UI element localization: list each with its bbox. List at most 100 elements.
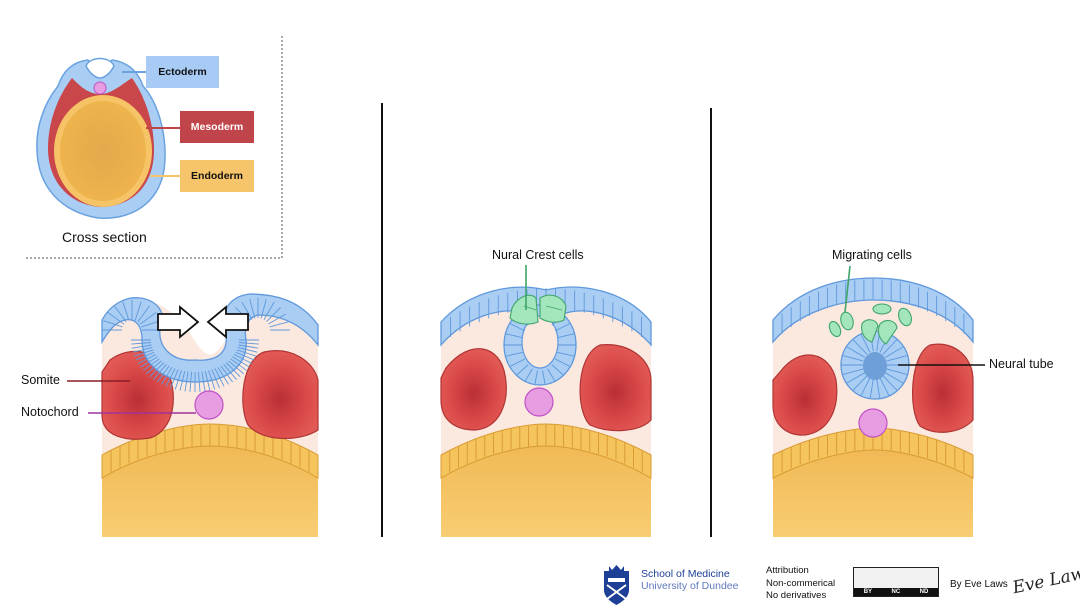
cell-boundary-tick bbox=[170, 369, 179, 389]
stage-3-neural-tube bbox=[772, 265, 985, 537]
stage3-somite-left bbox=[772, 354, 838, 436]
fold-arrow-left bbox=[206, 305, 249, 339]
cell-boundary-tick bbox=[554, 322, 571, 332]
cross-section-title: Cross section bbox=[62, 229, 147, 245]
cell-boundary-tick bbox=[223, 364, 237, 380]
cell-boundary-tick bbox=[133, 349, 154, 357]
stage-1-neural-plate bbox=[67, 293, 319, 537]
cell-boundary-tick bbox=[142, 358, 160, 371]
cell-boundary-tick bbox=[114, 305, 127, 323]
cell-boundary-tick bbox=[179, 371, 186, 391]
cell-boundary-tick bbox=[153, 364, 167, 380]
mesoderm-box bbox=[180, 111, 254, 143]
mesoderm-label: Mesoderm bbox=[190, 121, 244, 133]
cell-boundary-tick bbox=[211, 369, 220, 389]
notochord-label: Notochord bbox=[21, 405, 79, 419]
university-name: University of Dundee bbox=[641, 580, 739, 592]
cell-boundary-tick bbox=[547, 368, 556, 382]
cell-boundary-tick bbox=[131, 344, 152, 349]
cell-boundary-tick bbox=[237, 347, 258, 353]
cell-boundary-tick bbox=[886, 354, 908, 362]
fold-arrow-right bbox=[157, 305, 200, 339]
cell-boundary-tick bbox=[876, 378, 881, 399]
ectoderm-label: Ectoderm bbox=[158, 66, 207, 78]
cc-nc-text: NC bbox=[891, 589, 901, 595]
stage3-crest-5 bbox=[872, 303, 892, 315]
cell-boundary-tick bbox=[103, 320, 123, 328]
cell-boundary-tick bbox=[882, 338, 898, 355]
license-line-3: No derivatives bbox=[766, 590, 827, 601]
yolk bbox=[60, 101, 146, 201]
stage3-crest-2 bbox=[877, 319, 898, 345]
cell-boundary-tick bbox=[557, 333, 575, 339]
cell-boundary-tick bbox=[198, 371, 201, 392]
cell-boundary-tick bbox=[860, 333, 871, 353]
stage1-somite-right bbox=[242, 350, 319, 439]
stage2-somite-left bbox=[440, 348, 507, 431]
cell-boundary-tick bbox=[201, 371, 206, 392]
cell-boundary-tick bbox=[852, 338, 868, 355]
stage2-somite-right bbox=[579, 344, 652, 432]
ectoderm-box bbox=[146, 56, 219, 88]
cell-boundary-tick bbox=[146, 360, 162, 375]
cc-badge-strip: BY NC ND bbox=[854, 588, 938, 596]
cell-boundary-tick bbox=[225, 362, 241, 378]
cell-boundary-tick bbox=[107, 312, 125, 325]
cell-boundary-tick bbox=[135, 351, 155, 361]
cell-boundary-tick bbox=[132, 347, 153, 353]
cell-boundary-tick bbox=[137, 305, 150, 323]
cell-boundary-tick bbox=[524, 368, 533, 382]
school-name: School of Medicine bbox=[641, 568, 730, 580]
cell-boundary-tick bbox=[263, 302, 275, 320]
inset-border bbox=[25, 36, 283, 259]
cell-boundary-tick bbox=[551, 364, 564, 376]
cell-boundary-tick bbox=[260, 298, 267, 319]
stage3-crest-3 bbox=[840, 311, 854, 331]
cell-boundary-tick bbox=[122, 301, 130, 321]
cell-boundary-tick bbox=[249, 298, 256, 319]
inset-cross-section bbox=[25, 36, 283, 259]
dundee-shield-logo bbox=[604, 565, 629, 605]
cell-boundary-tick bbox=[204, 371, 211, 391]
stage3-yolk bbox=[773, 440, 973, 537]
neural-tube-label: Neural tube bbox=[989, 357, 1054, 371]
migrating-cells-label: Migrating cells bbox=[832, 248, 912, 262]
stage2-crest-right bbox=[539, 294, 567, 323]
cell-boundary-tick bbox=[882, 375, 898, 392]
cell-boundary-tick bbox=[860, 377, 871, 397]
stage1-yolk bbox=[102, 436, 318, 537]
cell-boundary-tick bbox=[542, 370, 546, 385]
cell-boundary-tick bbox=[174, 370, 182, 390]
cell-boundary-tick bbox=[134, 301, 142, 321]
cell-boundary-tick bbox=[238, 344, 259, 349]
cell-boundary-tick bbox=[842, 354, 864, 362]
cell-boundary-tick bbox=[886, 368, 908, 376]
dundee-wordmark: School of Medicine University of Dundee bbox=[641, 568, 738, 592]
neural-groove bbox=[85, 57, 115, 79]
cell-boundary-tick bbox=[157, 365, 170, 383]
cell-boundary-tick bbox=[505, 333, 523, 339]
license-line-2: Non-commerical bbox=[766, 577, 836, 589]
stage-2-neural-fold bbox=[440, 265, 652, 537]
cell-boundary-tick bbox=[534, 370, 538, 385]
cell-boundary-tick bbox=[509, 322, 526, 332]
cell-boundary-tick bbox=[208, 370, 216, 390]
stage2-crest-left bbox=[509, 294, 539, 325]
cell-boundary-tick bbox=[214, 368, 225, 387]
stage3-crest-1 bbox=[861, 319, 879, 343]
cell-boundary-tick bbox=[140, 356, 158, 368]
cc-badge: BY NC ND bbox=[853, 567, 939, 597]
somite-label: Somite bbox=[21, 373, 60, 387]
cell-boundary-tick bbox=[884, 346, 904, 358]
endoderm-box bbox=[180, 160, 254, 192]
cell-boundary-tick bbox=[184, 371, 189, 392]
stage2-notochord bbox=[524, 387, 554, 417]
cell-boundary-tick bbox=[869, 378, 874, 399]
cell-boundary-tick bbox=[884, 372, 904, 384]
license-line-1: Attribution bbox=[766, 565, 809, 576]
cell-boundary-tick bbox=[846, 346, 866, 358]
cell-boundary-tick bbox=[509, 358, 526, 368]
cell-boundary-tick bbox=[165, 368, 176, 387]
cell-boundary-tick bbox=[236, 349, 257, 357]
